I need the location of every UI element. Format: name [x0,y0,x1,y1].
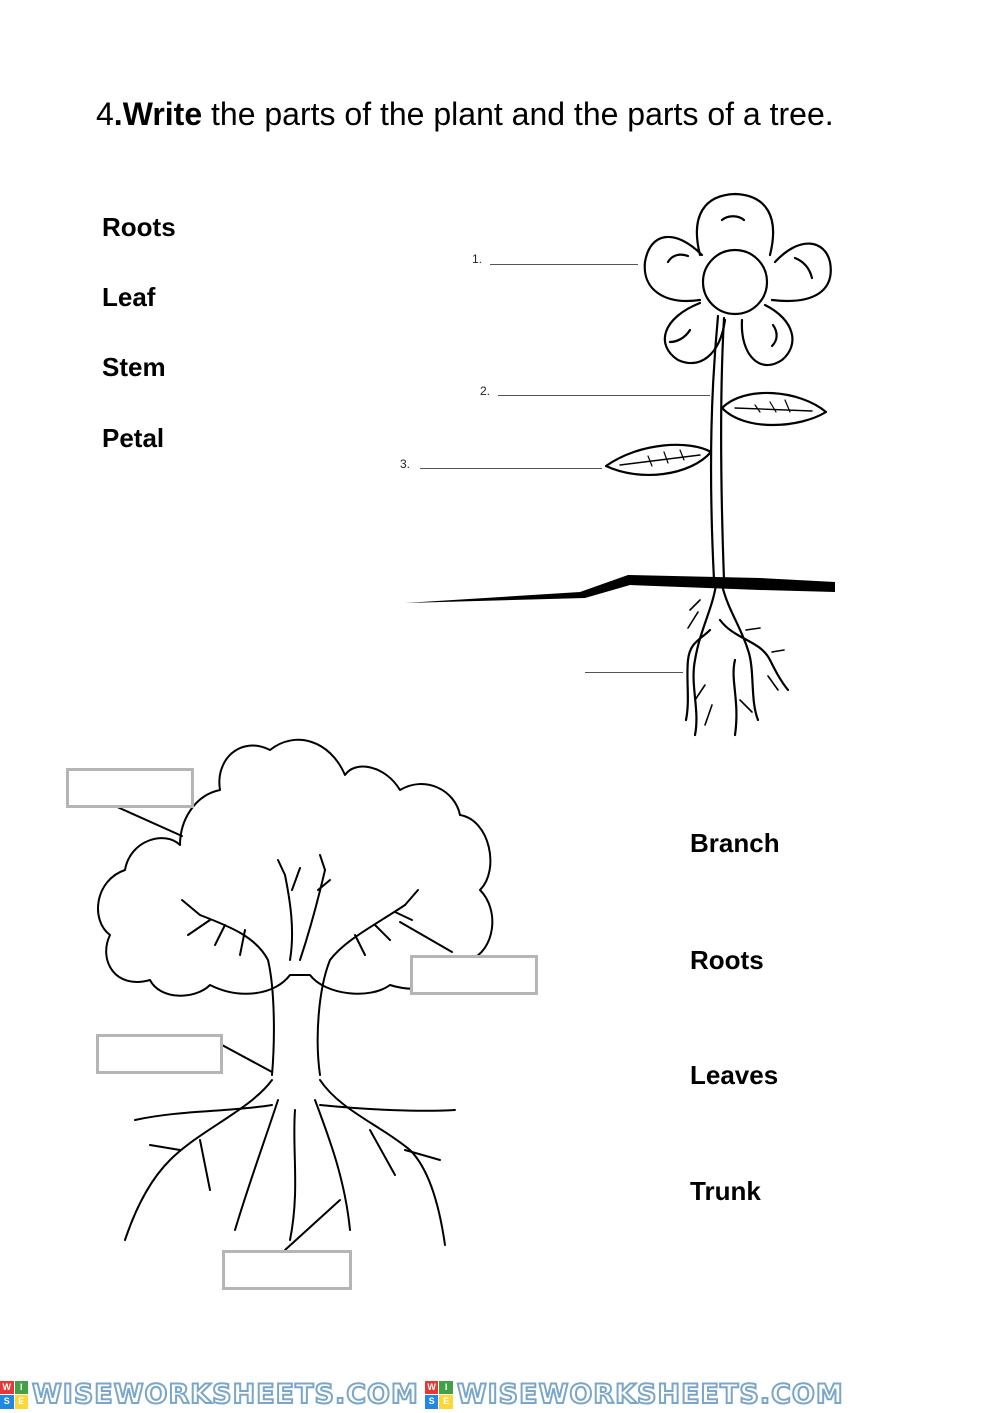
leaves-answer-box[interactable] [66,768,194,808]
flower-answer-line[interactable] [490,264,638,265]
roots-answer-line[interactable] [585,672,683,673]
roots-answer-box[interactable] [222,1250,352,1290]
brand-logo-icon: W I S E [0,1380,28,1409]
trunk-answer-box[interactable] [96,1034,223,1074]
tree-word[interactable]: Roots [690,945,764,975]
brand-text: WISEWORKSHEETS.COM [31,1378,419,1411]
blank-number: 3. [400,457,411,471]
brand-watermark: W I S E WISEWORKSHEETS.COM [0,1378,419,1411]
brand-watermark: W I S E WISEWORKSHEETS.COM [424,1378,844,1411]
blank-number: 1. [472,252,483,266]
plant-word[interactable]: Roots [102,212,176,242]
instruction-text: the parts of the plant and the parts of … [202,96,834,132]
tree-word[interactable]: Leaves [690,1060,779,1090]
leaf-answer-line[interactable] [420,468,602,469]
plant-word[interactable]: Stem [102,352,166,382]
blank-number: 2. [480,384,491,398]
plant-word[interactable]: Petal [102,423,165,453]
question-number: 4 [96,96,114,132]
stem-answer-line[interactable] [498,395,710,396]
instruction-verb: .Write [113,96,203,132]
branch-answer-box[interactable] [410,955,538,995]
tree-word[interactable]: Trunk [690,1176,761,1206]
footer-watermark: W I S E WISEWORKSHEETS.COM W I S E WISEW… [0,1376,1000,1413]
instruction-heading: 4.Write the parts of the plant and the p… [96,96,834,133]
brand-text: WISEWORKSHEETS.COM [456,1378,844,1411]
plant-word[interactable]: Leaf [102,282,156,312]
brand-logo-icon: W I S E [424,1380,453,1409]
tree-word[interactable]: Branch [690,828,780,858]
